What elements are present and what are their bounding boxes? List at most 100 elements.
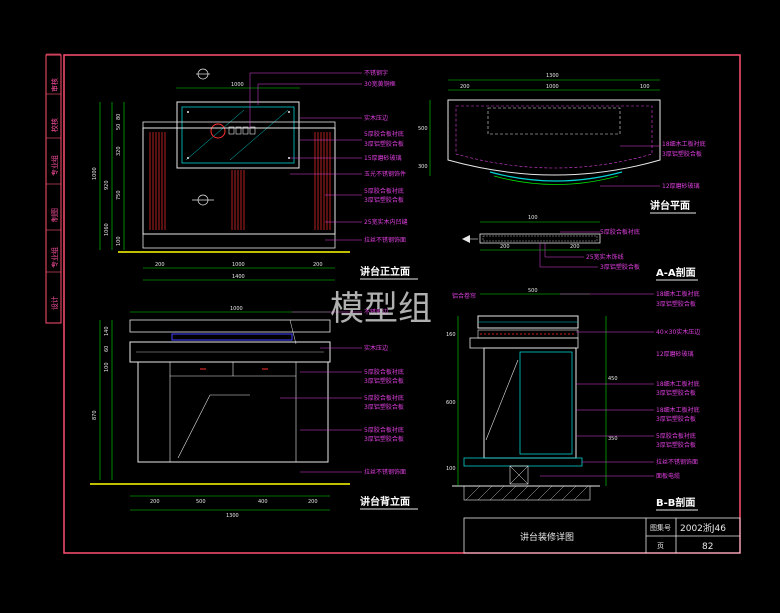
bb-label: 5厚胶合板衬底	[656, 432, 696, 440]
front-dim-left: 1060	[104, 223, 110, 236]
back-label: 5厚胶合板衬底	[364, 368, 404, 376]
plan-dim-t3: 100	[640, 84, 650, 90]
front-label: 15厚磨砂玻璃	[364, 154, 402, 162]
front-label: 5厚胶合板衬底	[364, 130, 404, 138]
bb-title: B-B剖面	[656, 496, 695, 509]
side-strip-cell: 设计	[50, 296, 59, 310]
atlas-no: 2002浙J46	[680, 522, 726, 534]
front-dim-left: 80	[116, 114, 122, 120]
front-dim-left: 50	[116, 124, 122, 130]
aa-dim-1: 200	[500, 244, 510, 250]
side-strip-cell: 制图	[50, 208, 59, 222]
front-label: 不锈钢字	[364, 69, 388, 77]
bb-label: 18细木工板衬底	[656, 380, 700, 388]
back-dim-left: 60	[104, 346, 110, 352]
side-strip-cell: 校核	[50, 118, 59, 132]
bb-label: 40×30实木压边	[656, 328, 700, 336]
back-label: 3厚铝塑胶合板	[364, 377, 404, 385]
front-elevation: 1000	[92, 68, 418, 281]
bb-labels: 18细木工板衬底3厚铝塑胶合板40×30实木压边12厚磨砂玻璃18细木工板衬底3…	[656, 290, 700, 480]
front-label: 3厚铝塑胶合板	[364, 196, 404, 204]
plan-label-1: 3厚铝塑胶合板	[662, 150, 702, 158]
front-label: 玉光不锈钢饰件	[364, 170, 406, 178]
page-label: 页	[657, 542, 664, 550]
bb-label: 18细木工板衬底	[656, 290, 700, 298]
bb-dim-r0: 450	[608, 376, 618, 382]
front-dim-left: 100	[116, 236, 122, 246]
bb-label: 18细木工板衬底	[656, 406, 700, 414]
front-dim-top: 1000	[231, 82, 244, 88]
aa-label-0: 5厚胶合板衬底	[600, 228, 640, 236]
emblem	[210, 123, 226, 139]
aa-label-1: 25宽实木饰线	[586, 253, 624, 261]
front-dim-left: 920	[104, 180, 110, 190]
front-label: 25宽实木内凹缝	[364, 218, 408, 226]
section-aa: 100 200 200 5厚胶合板衬底 25宽实木饰线 3厚铝塑胶合板 A-A剖…	[462, 215, 698, 281]
back-dim-b4: 1300	[226, 513, 239, 519]
back-dim-top: 1000	[230, 306, 243, 312]
back-label: 拉丝不锈钢饰面	[364, 468, 406, 476]
plan-label-2: 12厚磨砂玻璃	[662, 182, 700, 190]
plan-dim-l0: 500	[418, 126, 428, 132]
bb-dim-top: 500	[528, 288, 538, 294]
bb-dim-l2: 100	[446, 466, 456, 472]
side-strip-cell: 专业组	[50, 155, 59, 176]
back-dim-b0: 200	[150, 499, 160, 505]
front-label: 3厚铝塑胶合板	[364, 140, 404, 148]
back-label: 实木压边	[364, 344, 388, 352]
bb-label: 3厚铝塑胶合板	[656, 389, 696, 397]
bb-top-label: 铝合卷帘	[452, 292, 476, 300]
front-dim-b0: 200	[155, 262, 165, 268]
plan-dim-t2: 1000	[546, 84, 559, 90]
page-no: 82	[702, 542, 713, 552]
plan-title: 讲台平面	[650, 199, 690, 212]
side-strip-cell: 审核	[50, 78, 59, 92]
bb-label: 3厚铝塑胶合板	[656, 415, 696, 423]
front-left-dims: 80 50 320 920 1000 750 1060 100	[92, 114, 122, 246]
front-label: 实木压边	[364, 114, 388, 122]
plan-dim-top: 1300	[546, 73, 559, 79]
side-strip	[45, 54, 62, 324]
bb-label: 面板电缆	[656, 472, 680, 480]
bb-dim-l0: 160	[446, 332, 456, 338]
plan-dim-t1: 200	[460, 84, 470, 90]
aa-title: A-A剖面	[656, 266, 696, 279]
bb-label: 3厚铝塑胶合板	[656, 441, 696, 449]
front-dim-b1: 1000	[232, 262, 245, 268]
back-dim-left: 870	[92, 410, 98, 420]
plan-label-0: 18细木工板衬底	[662, 140, 706, 148]
plan-outline	[447, 99, 661, 176]
plan-dim-l1: 300	[418, 164, 428, 170]
front-dim-left: 1000	[92, 167, 98, 180]
watermark: 模型组	[330, 289, 432, 329]
title-block: 讲台装修详图 图集号 2002浙J46 页 82	[463, 517, 741, 554]
back-dim-left: 100	[104, 362, 110, 372]
front-label: 5厚胶合板衬底	[364, 187, 404, 195]
bb-label: 拉丝不锈钢饰面	[656, 458, 698, 466]
back-dim-b3: 200	[308, 499, 318, 505]
section-bb: 铝合卷帘 500 160 600 100 450 350 18细木工板衬底	[446, 288, 700, 511]
bb-label: 12厚磨砂玻璃	[656, 350, 694, 358]
back-dim-b1: 500	[196, 499, 206, 505]
bb-dim-r1: 350	[608, 436, 618, 442]
side-strip-cell: 专业组	[50, 247, 59, 268]
back-label: 3厚铝塑胶合板	[364, 435, 404, 443]
front-labels: 不锈钢字30宽黄铜框实木压边5厚胶合板衬底3厚铝塑胶合板15厚磨砂玻璃玉光不锈钢…	[364, 69, 408, 244]
front-dim-left: 320	[116, 146, 122, 156]
back-dim-b2: 400	[258, 499, 268, 505]
aa-label-2: 3厚铝塑胶合板	[600, 263, 640, 271]
bb-label: 3厚铝塑胶合板	[656, 300, 696, 308]
front-dim-left: 750	[116, 190, 122, 200]
atlas-label: 图集号	[650, 523, 671, 532]
back-label: 5厚胶合板衬底	[364, 394, 404, 402]
back-label: 5厚胶合板衬底	[364, 426, 404, 434]
plan-view: 1300 200 1000 100 500 300 18细木工板衬底 3厚铝塑胶…	[418, 73, 706, 214]
back-title: 讲台背立面	[360, 495, 410, 508]
border-frame	[63, 54, 741, 554]
front-dim-b2: 200	[313, 262, 323, 268]
back-label: 3厚铝塑胶合板	[364, 403, 404, 411]
